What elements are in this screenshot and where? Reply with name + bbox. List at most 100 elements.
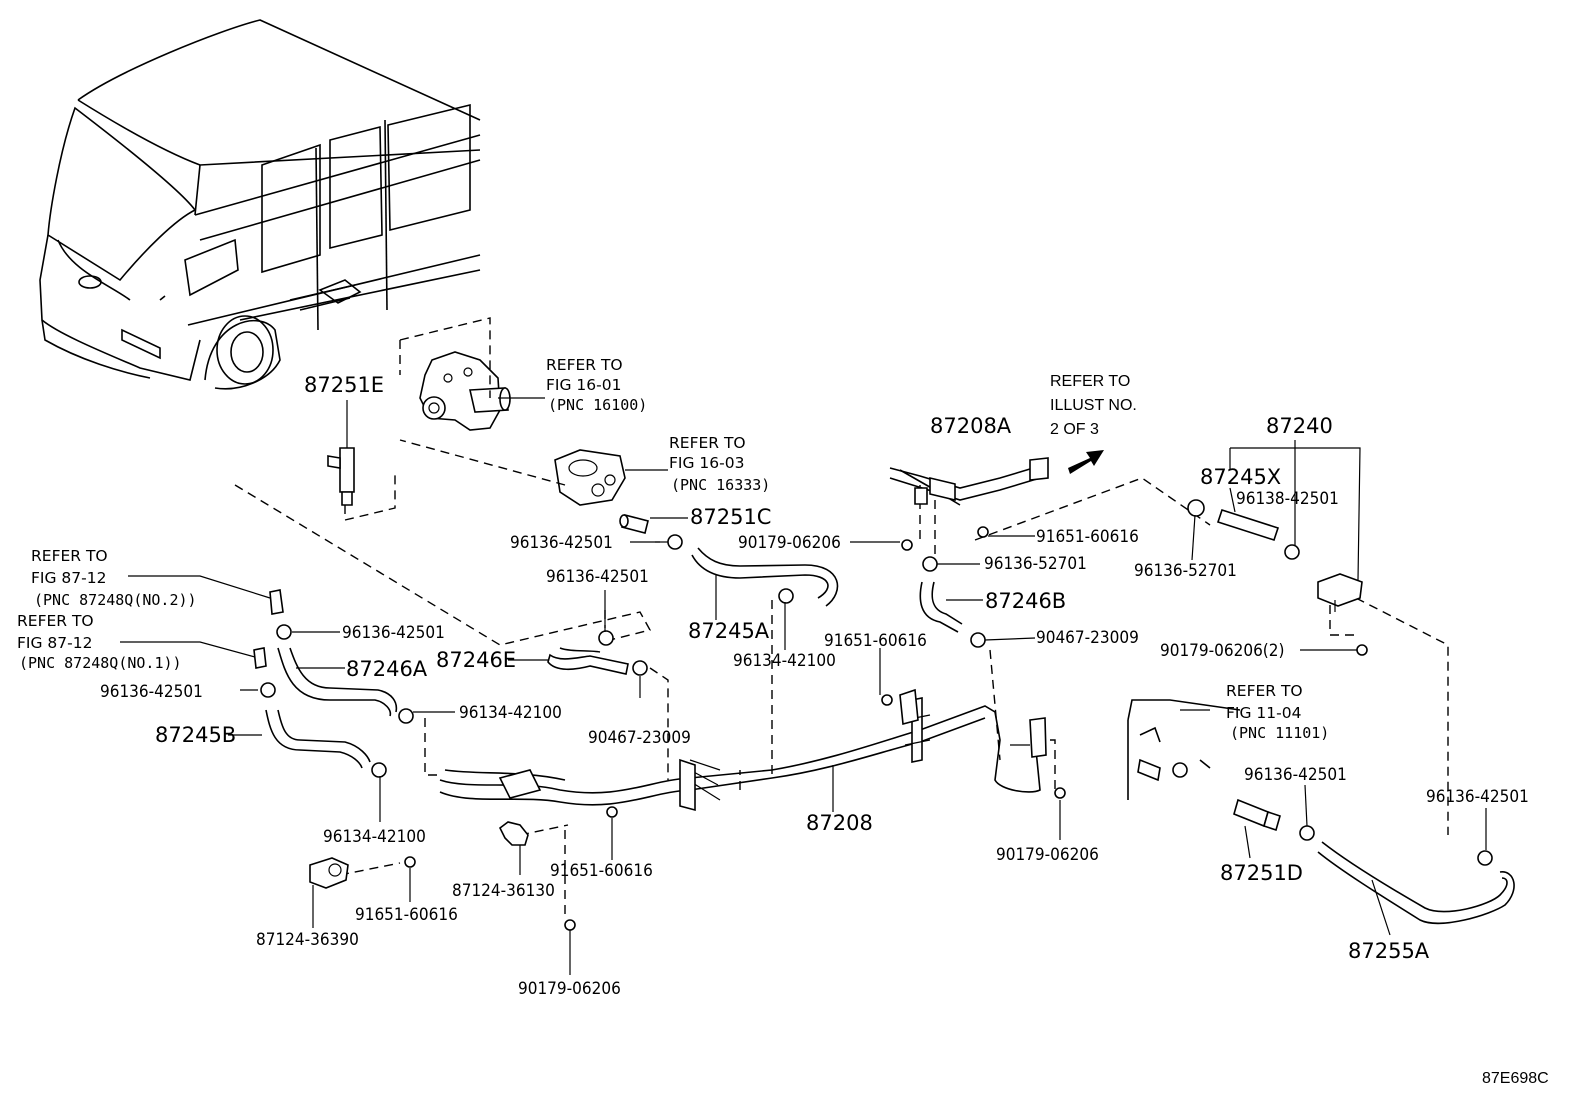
label-91651-60616-d: 91651-60616 [355,905,458,925]
ref-87-12-no1-pnc: (PNC 87248Q(NO.1)) [19,654,182,672]
label-96134-42100-a: 96134-42100 [733,651,836,671]
ref-87-12-no2-pnc: (PNC 87248Q(NO.2)) [34,591,197,609]
label-87245B: 87245B [155,723,236,747]
clamp-icon [276,624,292,640]
bolt-icon [1356,644,1368,656]
ref-11-04-line2: FIG 11-04 [1226,704,1301,722]
label-96136-42501-d: 96136-42501 [100,682,203,702]
label-87246E: 87246E [436,648,516,672]
stub-pipe-icon [253,647,267,669]
clamp-icon [260,682,276,698]
label-87124-36390: 87124-36390 [256,930,359,950]
label-96134-42100-c: 96134-42100 [323,827,426,847]
label-87245A: 87245A [688,619,770,643]
refer-arrow-icon [1068,450,1104,474]
label-90179-06206-b: 90179-06206(2) [1160,641,1284,661]
label-87251D: 87251D [1220,861,1303,885]
label-96136-42501-a: 96136-42501 [510,533,613,553]
label-96136-42501-c: 96136-42501 [342,623,445,643]
main-pipe-87208 [439,697,1041,812]
ref-16-03-line2: FIG 16-03 [669,454,744,472]
label-90179-06206-a: 90179-06206 [738,533,841,553]
label-87246A: 87246A [346,657,428,681]
label-90179-06206-c: 90179-06206 [996,845,1099,865]
pipe-87245X-drawing [1216,508,1280,542]
bolt-icon [404,856,416,868]
labels: 87251E REFER TO FIG 16-01 (PNC 16100) RE… [17,356,1549,1087]
part-87251D-drawing [1233,798,1281,832]
label-90467-23009-b: 90467-23009 [1036,628,1139,648]
connector-87240-drawing [1317,573,1363,612]
label-87255A: 87255A [1348,939,1430,963]
label-96134-42100-b: 96134-42100 [459,703,562,723]
clamp-icon [598,630,614,646]
label-91651-60616-a: 91651-60616 [1036,527,1139,547]
label-87208A: 87208A [930,414,1012,438]
ref-87-12-no1-line1: REFER TO [17,612,94,630]
label-87251E: 87251E [304,373,384,397]
engine-block-11-04 [1127,699,1241,800]
label-91651-60616-b: 91651-60616 [824,631,927,651]
bolt-icon [977,526,989,538]
label-87124-36130: 87124-36130 [452,881,555,901]
water-pump-assembly [419,351,545,431]
clamp-icon [922,556,938,572]
label-87208: 87208 [806,811,873,835]
hose-87245A-drawing [691,547,839,607]
clamp-icon [398,708,414,724]
clamp-icon [778,588,794,604]
vehicle-illustration [39,19,481,390]
label-96136-42501-b: 96136-42501 [546,567,649,587]
water-outlet-housing [554,449,668,506]
ref-16-03-pnc: (PNC 16333) [671,476,770,494]
bracket-87124-36390-drawing [309,857,349,889]
label-96136-42501-e: 96136-42501 [1244,765,1347,785]
ref-illust-line2: ILLUST NO. [1050,397,1137,414]
bracket-87124-36130-drawing [498,821,529,846]
hose-87246A-drawing [277,647,398,717]
clamp-icon [970,632,986,648]
ref-16-01-line1: REFER TO [546,356,623,374]
label-87246B: 87246B [985,589,1066,613]
bolt-icon [1054,787,1066,799]
pipe-87208A-drawing [889,457,1049,506]
clamp-icon [1477,850,1493,866]
ref-16-01-line2: FIG 16-01 [546,376,621,394]
ref-87-12-no2-line2: FIG 87-12 [31,569,106,587]
bolt-icon [606,806,618,818]
ref-illust-line3: 2 OF 3 [1050,421,1099,438]
clamps-and-bolts [253,499,1493,931]
ref-16-03-line1: REFER TO [669,434,746,452]
label-96136-52701-b: 96136-52701 [1134,561,1237,581]
label-87240: 87240 [1266,414,1333,438]
bolt-icon [901,539,913,551]
hose-87255A-drawing [1317,841,1515,925]
ref-illust-line1: REFER TO [1050,373,1130,390]
label-90179-06206-d: 90179-06206 [518,979,621,999]
bolt-icon [564,919,576,931]
label-87251C: 87251C [690,505,771,529]
leader-lines [120,440,1487,975]
bracket-87208-mount-drawing [899,688,1047,758]
clamp-icon [1284,544,1300,560]
part-87251C-drawing [619,514,688,534]
label-87245X: 87245X [1200,465,1281,489]
clamp-icon [371,762,387,778]
part-87251E-drawing [327,400,355,506]
hose-87246E-drawing [547,647,629,675]
label-96138-42501: 96138-42501 [1236,489,1339,509]
ref-16-01-pnc: (PNC 16100) [548,396,647,414]
ref-87-12-no2-line1: REFER TO [31,547,108,565]
clamp-icon [632,660,648,676]
label-91651-60616-c: 91651-60616 [550,861,653,881]
ref-87-12-no1-line2: FIG 87-12 [17,634,92,652]
label-90467-23009-a: 90467-23009 [588,728,691,748]
clamp-icon [1187,499,1205,517]
ref-11-04-pnc: (PNC 11101) [1230,724,1329,742]
label-96136-42501-f: 96136-42501 [1426,787,1529,807]
stub-pipe-icon [269,589,284,615]
hose-87246B-drawing [919,581,963,633]
hose-87245B-drawing [265,709,371,769]
